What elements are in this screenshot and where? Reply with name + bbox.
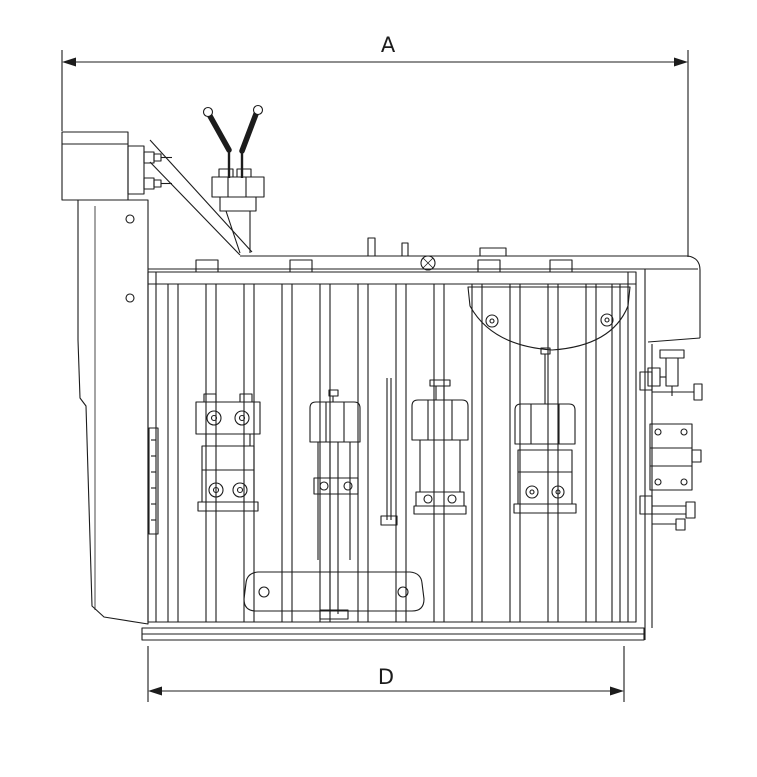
valve-nut-left xyxy=(218,168,234,178)
valve-bracket xyxy=(219,196,257,212)
lifting-pin-left xyxy=(367,237,376,257)
dim-d-arrow-left xyxy=(148,686,162,696)
clamp-assembly-4 xyxy=(513,347,577,514)
fan-shroud xyxy=(467,286,631,351)
bolt-upper xyxy=(143,151,172,164)
top-plate-boss xyxy=(479,247,507,257)
dim-a-arrow-right xyxy=(674,57,688,67)
lever-knob-right xyxy=(252,104,264,116)
clamp-assembly-1 xyxy=(195,393,261,512)
base-rails xyxy=(141,627,645,641)
clamp-assembly-2 xyxy=(309,389,361,620)
valve-nut-right xyxy=(236,168,252,178)
mount-tab-upper xyxy=(639,371,653,391)
valve-lever-left xyxy=(207,113,232,153)
top-hanger-3 xyxy=(477,259,501,273)
left-cabinet xyxy=(61,131,172,201)
bottom-pan xyxy=(243,571,425,612)
valve-lever-right xyxy=(239,111,259,154)
cabinet-flange xyxy=(127,145,145,195)
junction-block xyxy=(649,423,702,491)
lever-knob-left xyxy=(202,106,214,118)
drain-valve xyxy=(647,349,703,401)
top-hanger-1 xyxy=(195,259,219,273)
guide-rod xyxy=(380,378,398,526)
shroud-bolt-right xyxy=(600,313,614,327)
lifting-pin-right xyxy=(401,242,409,257)
right-fitting-assembly xyxy=(639,344,703,628)
mount-tab-lower xyxy=(639,495,653,515)
dimension-a: A xyxy=(61,33,689,257)
clamp-assembly-3 xyxy=(411,379,469,515)
valve-lever-assembly xyxy=(202,104,265,254)
top-hanger-4 xyxy=(549,259,573,273)
dim-a-arrow-left xyxy=(62,57,76,67)
nameplate-strip xyxy=(148,427,159,535)
panel-hole-top xyxy=(125,214,135,224)
dim-d-label: D xyxy=(378,665,394,689)
panel-hole-bottom xyxy=(125,293,135,303)
sloped-cover xyxy=(149,139,253,256)
dimension-d: D xyxy=(147,646,625,702)
valve-manifold xyxy=(211,176,265,198)
filler-plug xyxy=(420,255,436,271)
top-cover-plate xyxy=(148,237,701,343)
dim-d-arrow-right xyxy=(610,686,624,696)
grille-ribs xyxy=(167,283,621,623)
lower-stubs xyxy=(652,501,696,531)
shroud-bolt-left xyxy=(485,314,499,328)
top-hanger-2 xyxy=(289,259,313,273)
dim-a-label: A xyxy=(381,33,396,57)
left-radiator-panel xyxy=(77,199,149,625)
